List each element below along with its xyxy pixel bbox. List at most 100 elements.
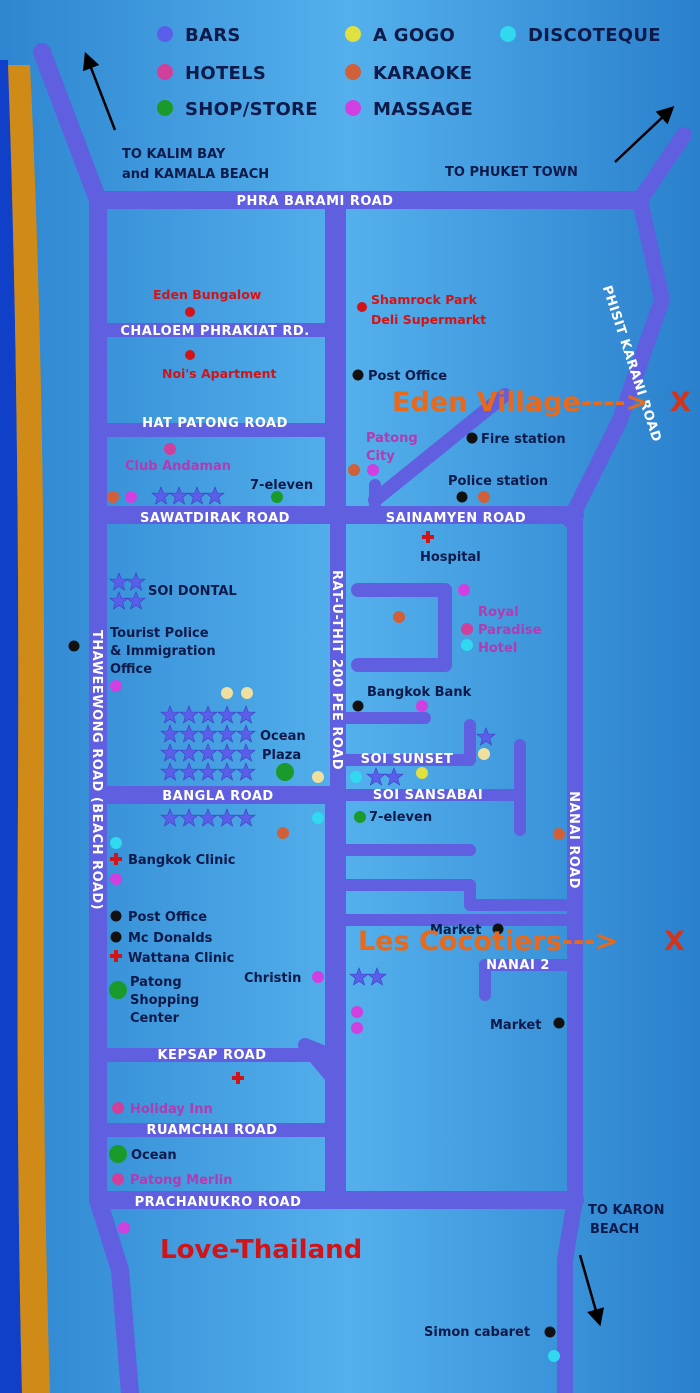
callout-eden-village: Eden Village----> xyxy=(392,387,648,418)
legend-shop-label: SHOP/STORE xyxy=(185,99,318,120)
road-label-sainamyen: SAINAMYEN ROAD xyxy=(386,511,526,526)
label-patong-shopping-3: Center xyxy=(130,1011,180,1026)
marker-seven-eleven-2 xyxy=(354,811,366,823)
label-eden-bungalow: Eden Bungalow xyxy=(153,287,262,302)
marker-discoteque xyxy=(110,837,122,849)
marker-patong-shopping xyxy=(109,981,127,999)
label-patong-city-2: City xyxy=(366,449,395,464)
marker-karaoke xyxy=(393,611,405,623)
marker-royal-paradise xyxy=(461,623,473,635)
marker-karaoke xyxy=(348,464,360,476)
road-network xyxy=(33,43,692,1393)
marker-holiday-inn xyxy=(112,1102,124,1114)
marker-karaoke xyxy=(553,828,565,840)
marker-agogo xyxy=(478,748,490,760)
label-bangkok-bank: Bangkok Bank xyxy=(367,685,472,700)
marker-massage xyxy=(458,584,470,596)
label-patong-shopping-1: Patong xyxy=(130,975,182,990)
label-nois-apartment: Noi's Apartment xyxy=(162,366,277,381)
direction-arrows xyxy=(82,51,675,1327)
label-seven-eleven-1: 7-eleven xyxy=(250,478,313,493)
road-label-bangla: BANGLA ROAD xyxy=(162,789,273,804)
marker-karaoke xyxy=(107,491,119,503)
label-ocean: Ocean xyxy=(131,1148,177,1163)
marker-market-2 xyxy=(553,1017,565,1029)
road-label-prachanukro: PRACHANUKRO ROAD xyxy=(135,1195,302,1210)
arrow-north-icon xyxy=(82,51,117,131)
marker-discoteque xyxy=(312,812,324,824)
marker-ocean xyxy=(109,1145,127,1163)
marker-nois-apartment xyxy=(185,350,195,360)
label-bangkok-clinic: Bangkok Clinic xyxy=(128,853,236,868)
label-patong-merlin: Patong Merlin xyxy=(130,1173,233,1188)
road-label-rat-u-thit: RAT-U-THIT 200 PEE ROAD xyxy=(329,570,344,770)
road-label-soi-sansabai: SOI SANSABAI xyxy=(373,788,483,803)
marker-massage xyxy=(110,873,122,885)
marker-mc-donalds xyxy=(110,931,122,943)
road-label-sawatdirak: SAWATDIRAK ROAD xyxy=(140,511,290,526)
label-holiday-inn: Holiday Inn xyxy=(130,1102,213,1117)
label-royal-2: Paradise xyxy=(478,623,542,638)
road-label-hat-patong: HAT PATONG ROAD xyxy=(142,416,288,431)
direction-karon-1: TO KARON xyxy=(588,1203,665,1218)
label-police-station: Police station xyxy=(448,474,548,489)
marker-agogo xyxy=(312,771,324,783)
brand-watermark: Love-Thailand xyxy=(160,1235,362,1265)
label-royal-1: Royal xyxy=(478,605,519,620)
marker-fire-station xyxy=(466,432,478,444)
label-market-2: Market xyxy=(490,1018,541,1033)
marker-karaoke xyxy=(277,827,289,839)
hospital-cross-icon xyxy=(110,531,434,1084)
label-mc-donalds: Mc Donalds xyxy=(128,931,213,946)
marker-massage xyxy=(118,1222,130,1234)
marker-club-andaman xyxy=(164,443,176,455)
marker-seven-eleven-1 xyxy=(271,491,283,503)
marker-agogo xyxy=(221,687,233,699)
marker-agogo xyxy=(241,687,253,699)
road-label-nanai: NANAI ROAD xyxy=(566,791,581,889)
place-labels: Eden Bungalow Noi's Apartment Shamrock P… xyxy=(110,287,566,1340)
road-label-nanai2: NANAI 2 xyxy=(486,958,550,973)
label-wattana-clinic: Wattana Clinic xyxy=(128,951,234,966)
direction-phuket: TO PHUKET TOWN xyxy=(445,165,578,180)
marker-simon-cabaret xyxy=(544,1326,556,1338)
callouts: Eden Village----> X Les Cocotiers---> X xyxy=(358,387,691,957)
marker-discoteque xyxy=(461,639,473,651)
road-label-kepsap: KEPSAP ROAD xyxy=(157,1048,266,1063)
marker-massage xyxy=(367,464,379,476)
label-patong-shopping-2: Shopping xyxy=(130,993,199,1008)
direction-kalim-2: and KAMALA BEACH xyxy=(122,167,269,182)
direction-karon-2: BEACH xyxy=(590,1222,639,1237)
arrow-northeast-icon xyxy=(614,105,675,163)
label-patong-city-1: Patong xyxy=(366,431,418,446)
marker-agogo xyxy=(416,767,428,779)
label-market-1: Market xyxy=(430,923,481,938)
arrow-south-icon xyxy=(578,1254,605,1327)
coastline xyxy=(0,60,50,1393)
marker-tourist-police xyxy=(68,640,80,652)
label-shamrock-2: Deli Supermarkt xyxy=(371,312,486,327)
label-hospital: Hospital xyxy=(420,550,481,565)
legend-karaoke-swatch xyxy=(345,64,361,80)
label-post-office-north: Post Office xyxy=(368,369,447,384)
label-tourist-police-2: & Immigration xyxy=(110,644,216,659)
road-label-phra-barami: PHRA BARAMI ROAD xyxy=(237,194,394,209)
callout-les-x: X xyxy=(664,926,685,957)
legend-massage-swatch xyxy=(345,100,361,116)
marker-massage xyxy=(416,700,428,712)
label-royal-3: Hotel xyxy=(478,641,517,656)
label-post-office-south: Post Office xyxy=(128,910,207,925)
legend-massage-label: MASSAGE xyxy=(373,99,473,120)
legend-hotels-label: HOTELS xyxy=(185,63,266,84)
road-label-ruamchai: RUAMCHAI ROAD xyxy=(146,1123,277,1138)
legend-agogo-swatch xyxy=(345,26,361,42)
legend-shop-swatch xyxy=(157,100,173,116)
label-club-andaman: Club Andaman xyxy=(125,459,231,474)
label-simon-cabaret: Simon cabaret xyxy=(424,1325,530,1340)
label-shamrock-1: Shamrock Park xyxy=(371,292,478,307)
road-label-soi-sunset: SOI SUNSET xyxy=(361,752,454,767)
marker-eden-bungalow xyxy=(185,307,195,317)
marker-patong-merlin xyxy=(112,1173,124,1185)
marker-ocean-plaza xyxy=(276,763,294,781)
